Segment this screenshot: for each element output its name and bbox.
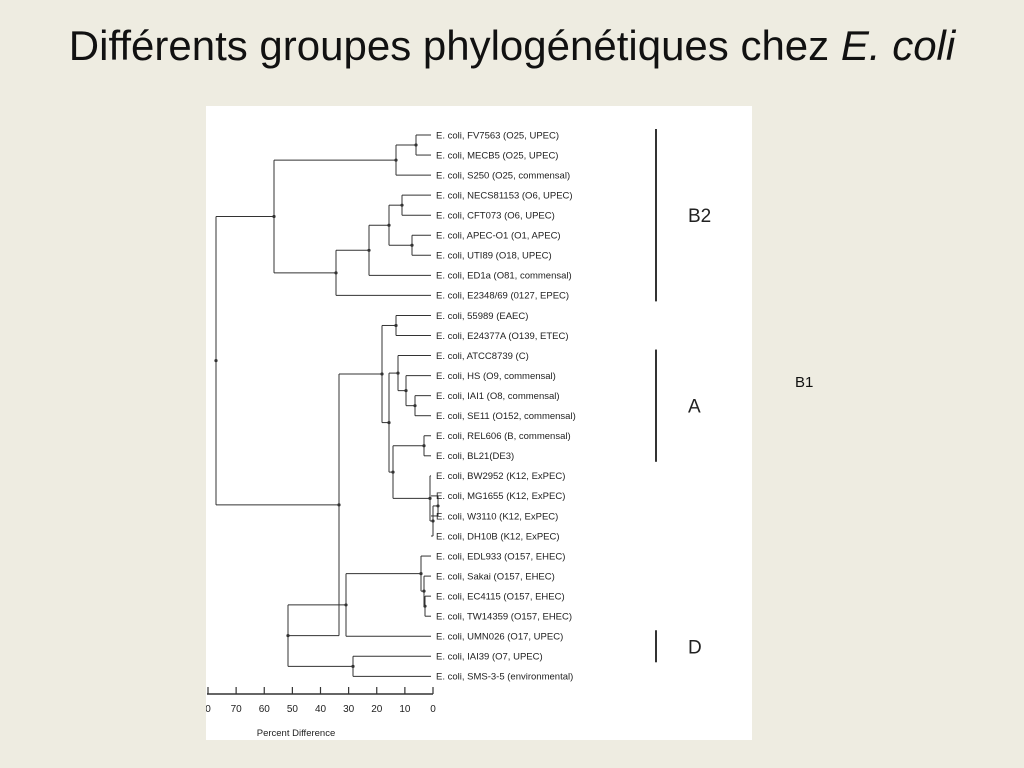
axis-tick-label: 60 [259, 704, 271, 715]
slide-title-species: E. coli [840, 22, 956, 69]
group-label-a: A [688, 397, 701, 418]
tree-node [413, 404, 417, 408]
tree-node [387, 223, 391, 227]
leaf-label: E. coli, ATCC8739 (C) [436, 351, 529, 362]
leaf-label: E. coli, BL21(DE3) [436, 451, 514, 462]
leaf-label: E. coli, EC4115 (O157, EHEC) [436, 591, 565, 602]
leaf-label: E. coli, E24377A (O139, ETEC) [436, 331, 569, 342]
leaf-label: E. coli, UMN026 (O17, UPEC) [436, 632, 563, 643]
tree-node [391, 470, 395, 474]
leaf-label: E. coli, SMS-3-5 (environmental) [436, 672, 573, 683]
axis-tick-label: 0 [430, 704, 436, 715]
leaf-label: E. coli, 55989 (EAEC) [436, 311, 528, 322]
phylogenetic-tree-figure: E. coli, FV7563 (O25, UPEC) E. coli, MECB… [206, 106, 752, 740]
tree-node [422, 589, 426, 593]
leaf-label: E. coli, IAI1 (O8, commensal) [436, 391, 560, 402]
leaf-label: E. coli, TW14359 (O157, EHEC) [436, 612, 572, 623]
axis-tick-label: 0 [206, 704, 211, 715]
tree-node [428, 496, 432, 501]
tree-node [272, 214, 276, 219]
leaf-label: E. coli, UTI89 (O18, UPEC) [436, 251, 552, 262]
tree-node [404, 389, 408, 393]
axis-tick-label: 70 [231, 704, 243, 715]
leaf-label: E. coli, REL606 (B, commensal) [436, 431, 571, 442]
leaf-label: E. coli, DH10B (K12, ExPEC) [436, 531, 560, 542]
slide-title-text: Différents groupes phylogénétiques chez [68, 22, 841, 69]
axis-tick-label: 20 [371, 704, 383, 715]
leaf-label: E. coli, IAI39 (O7, UPEC) [436, 652, 543, 663]
tree-node [423, 604, 427, 608]
leaf-label: E. coli, EDL933 (O157, EHEC) [436, 551, 565, 562]
phylogenetic-tree: E. coli, FV7563 (O25, UPEC) E. coli, MECB… [206, 129, 711, 739]
slide-title: Différents groupes phylogénétiques chez … [0, 22, 1024, 70]
group-label-d: D [688, 637, 702, 658]
tree-node [410, 243, 414, 247]
leaf-label: E. coli, S250 (O25, commensal) [436, 170, 570, 181]
tree-node [394, 323, 398, 328]
axis-tick-label: 40 [315, 704, 327, 715]
leaf-label: E. coli, MG1655 (K12, ExPEC) [436, 491, 565, 502]
leaf-label: E. coli, W3110 (K12, ExPEC) [436, 511, 558, 522]
tree-node [334, 271, 338, 275]
tree-node [414, 143, 418, 147]
group-label-b1: B1 [795, 374, 814, 391]
tree-node [387, 420, 391, 425]
leaf-label: E. coli, FV7563 (O25, UPEC) [436, 130, 559, 141]
leaf-label: E. coli, ED1a (O81, commensal) [436, 271, 572, 282]
group-label-b2: B2 [688, 206, 711, 227]
tree-node [431, 519, 435, 523]
tree-node [436, 504, 440, 508]
leaf-label: E. coli, CFT073 (O6, UPEC) [436, 211, 555, 222]
tree-node [351, 664, 355, 668]
leaf-label: E. coli, E2348/69 (0127, EPEC) [436, 291, 569, 302]
tree-node [419, 571, 423, 576]
tree-node [344, 603, 348, 607]
tree-node [286, 634, 290, 638]
tree-node [214, 359, 218, 363]
tree-node [380, 372, 384, 376]
tree-node [396, 371, 400, 375]
leaf-label: E. coli, NECS81153 (O6, UPEC) [436, 190, 573, 201]
axis-tick-label: 10 [399, 704, 411, 715]
leaf-label: E. coli, MECB5 (O25, UPEC) [436, 150, 558, 161]
leaf-label: E. coli, APEC-O1 (O1, APEC) [436, 231, 561, 242]
axis-title: Percent Difference [257, 728, 336, 739]
axis-tick-label: 50 [287, 704, 299, 715]
tree-node [337, 503, 341, 507]
leaf-label: E. coli, HS (O9, commensal) [436, 371, 556, 382]
leaf-label: E. coli, Sakai (O157, EHEC) [436, 571, 555, 582]
axis-tick-label: 30 [343, 704, 355, 715]
tree-node [394, 158, 398, 162]
tree-node [422, 444, 426, 448]
tree-node [367, 248, 371, 252]
leaf-label: E. coli, BW2952 (K12, ExPEC) [436, 471, 565, 482]
tree-node [400, 203, 404, 207]
leaf-label: E. coli, SE11 (O152, commensal) [436, 411, 576, 422]
